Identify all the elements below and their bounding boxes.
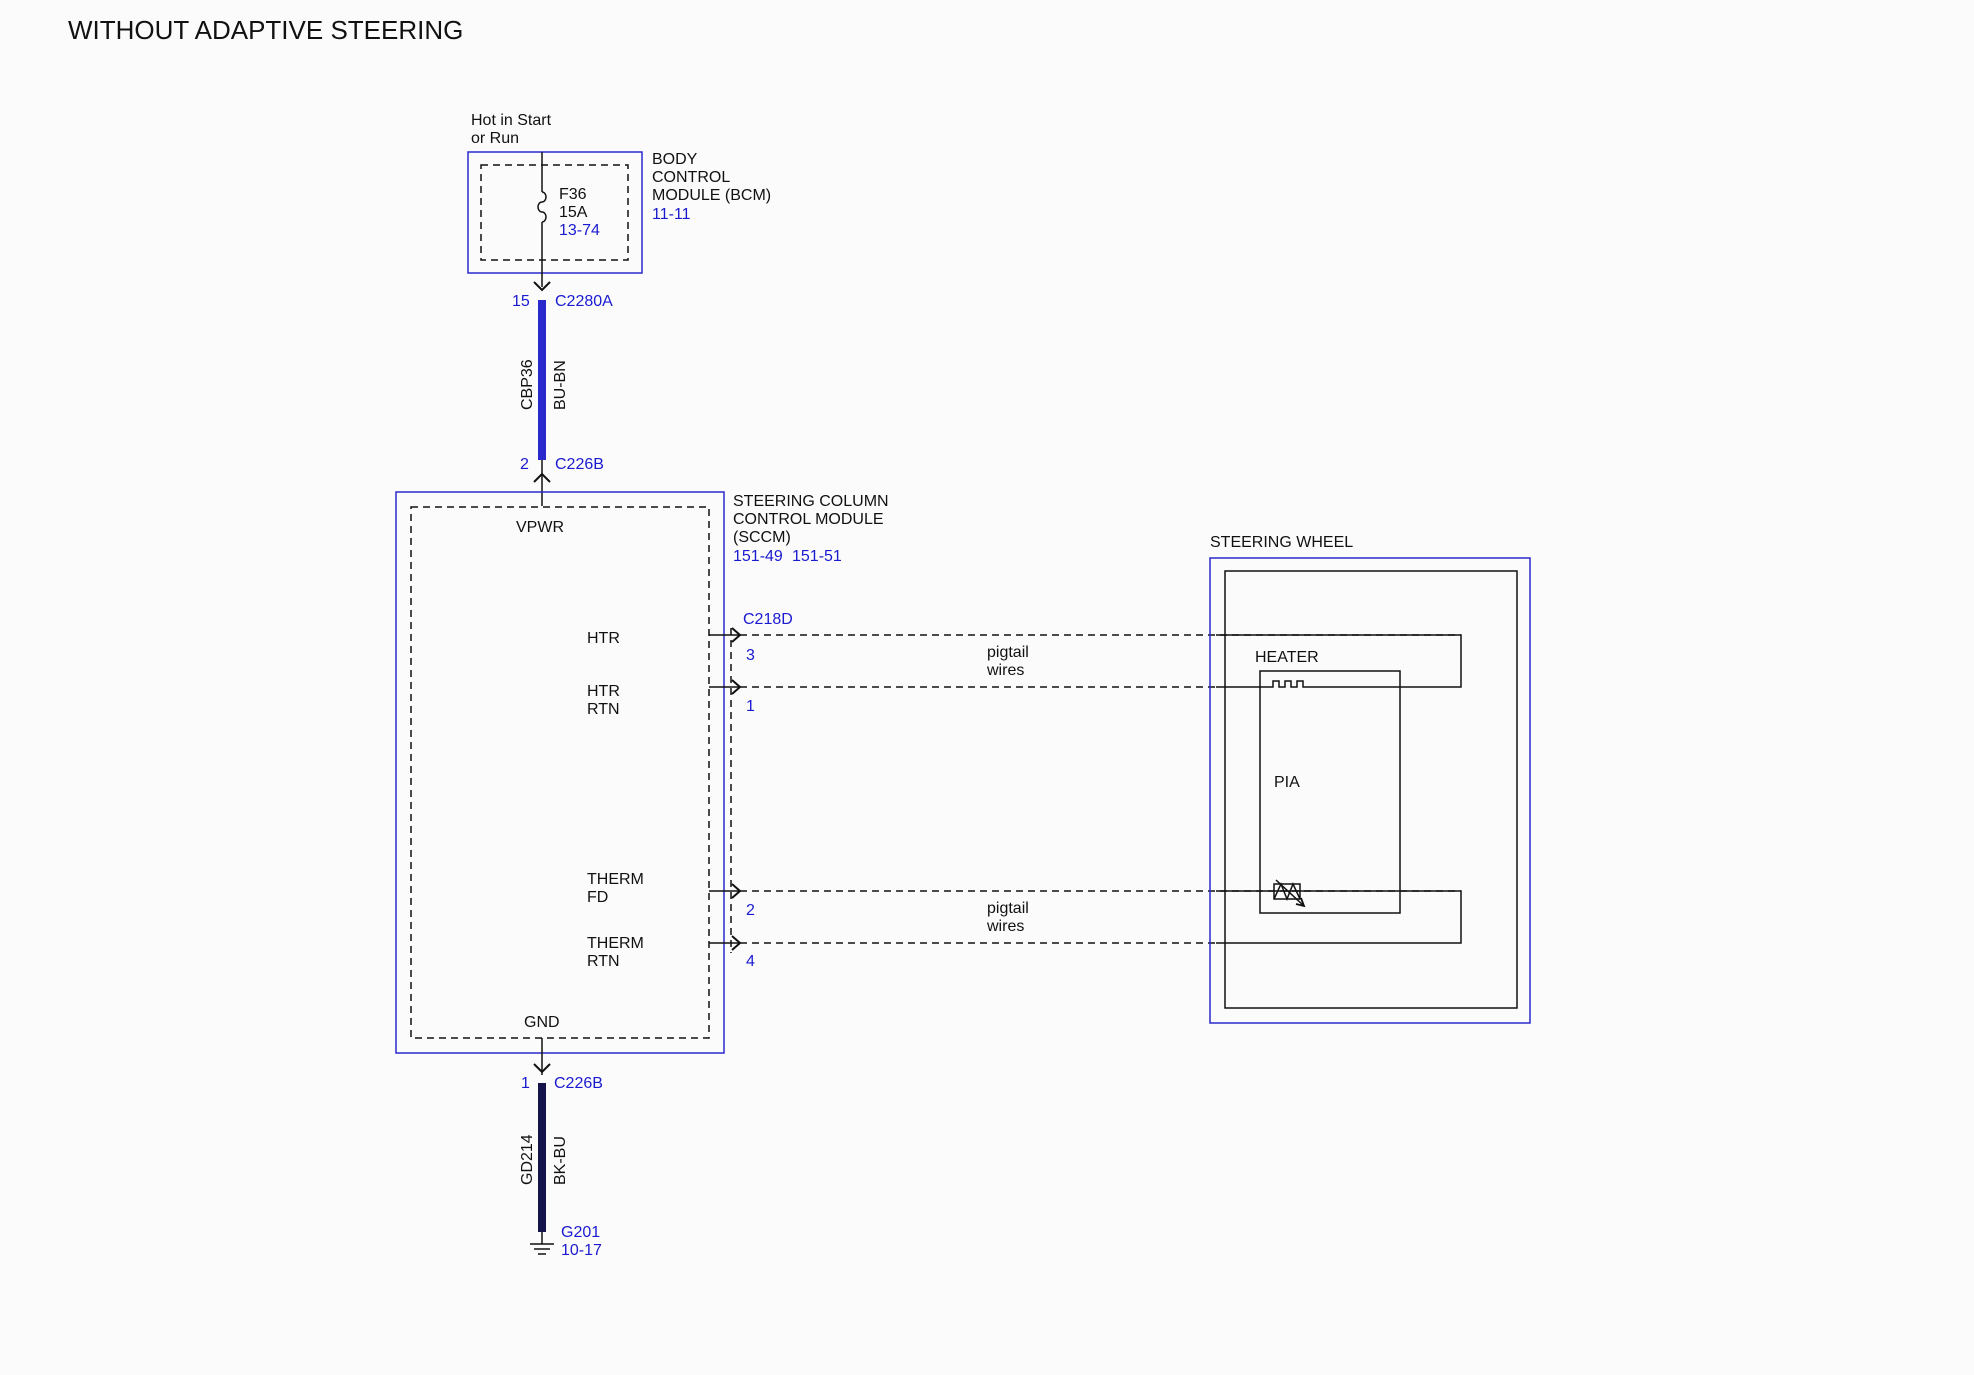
ground-page-ref[interactable]: 10-17 — [561, 1242, 602, 1259]
ground-g201-label[interactable]: G201 — [561, 1224, 600, 1241]
fuse-f36-symbol[interactable] — [537, 191, 547, 223]
connector-c226b-top-pin: 2 — [520, 456, 529, 473]
svg-text:F36: F36 — [559, 186, 587, 203]
connector-c218d-pin-4: 4 — [746, 953, 755, 970]
sccm-page-ref-1[interactable]: 151-49 — [733, 548, 783, 565]
sccm-name: STEERING COLUMN CONTROL MODULE (SCCM) — [733, 493, 889, 546]
pin-label-vpwr: VPWR — [516, 519, 564, 536]
pia-label: PIA — [1274, 774, 1300, 791]
connector-c226b-top-label[interactable]: C226B — [555, 456, 604, 473]
connector-c218d-pin-3: 3 — [746, 647, 755, 664]
svg-text:pigtail: pigtail — [987, 900, 1029, 917]
steering-wheel-label: STEERING WHEEL — [1210, 534, 1353, 551]
bcm-page-ref[interactable]: 11-11 — [652, 206, 691, 223]
svg-text:HTR: HTR — [587, 683, 620, 700]
connector-c2280a-pin: 15 — [512, 293, 530, 310]
pin-label-therm-fd: THERM FD — [587, 871, 644, 906]
heater-label: HEATER — [1255, 649, 1319, 666]
therm-rtn-circuit[interactable] — [709, 935, 1216, 951]
svg-text:CONTROL: CONTROL — [652, 169, 730, 186]
connector-c2280a-label[interactable]: C2280A — [555, 293, 613, 310]
pin-label-htr-rtn: HTR RTN — [587, 683, 620, 718]
svg-text:STEERING COLUMN: STEERING COLUMN — [733, 493, 889, 510]
svg-text:CONTROL MODULE: CONTROL MODULE — [733, 511, 884, 528]
wire-gd214-color: BK-BU — [552, 1136, 569, 1185]
connector-c226b-bottom-label[interactable]: C226B — [554, 1075, 603, 1092]
wire-cbp36-circuit: CBP36 — [519, 359, 536, 410]
connector-c226b-bottom-pin: 1 — [521, 1075, 530, 1092]
heater-element-loop — [1216, 634, 1462, 944]
pia-box — [1259, 670, 1401, 914]
sccm-page-ref-2[interactable]: 151-51 — [792, 548, 842, 565]
svg-text:Hot in Start: Hot in Start — [471, 112, 552, 129]
bcm-module[interactable] — [467, 151, 643, 274]
heater-element-symbol — [1270, 680, 1306, 688]
sccm-module[interactable] — [395, 491, 725, 1054]
svg-text:15A: 15A — [559, 204, 588, 221]
connector-c218d-pin-2: 2 — [746, 902, 755, 919]
connector-c2280a-symbol — [533, 281, 551, 292]
svg-text:wires: wires — [986, 918, 1024, 935]
pigtail-label-lower: pigtail wires — [986, 900, 1029, 935]
svg-text:MODULE (BCM): MODULE (BCM) — [652, 187, 771, 204]
fuse-f36-label: F36 15A — [559, 186, 588, 221]
svg-text:THERM: THERM — [587, 871, 644, 888]
wire-gd214-circuit: GD214 — [519, 1134, 536, 1185]
svg-text:BODY: BODY — [652, 151, 698, 168]
thermistor-symbol — [1273, 879, 1306, 908]
page-title: WITHOUT ADAPTIVE STEERING — [68, 15, 463, 45]
pigtail-label-upper: pigtail wires — [986, 644, 1029, 679]
pin-label-htr: HTR — [587, 630, 620, 647]
svg-text:RTN: RTN — [587, 953, 620, 970]
ground-symbol — [530, 1232, 554, 1255]
bcm-name: BODY CONTROL MODULE (BCM) — [652, 151, 771, 204]
wire-cbp36-color: BU-BN — [552, 360, 569, 410]
svg-text:(SCCM): (SCCM) — [733, 529, 791, 546]
htr-rtn-circuit[interactable] — [709, 679, 1216, 695]
connector-c226b-bottom-symbol — [533, 1063, 551, 1074]
fuse-page-ref[interactable]: 13-74 — [559, 222, 600, 239]
power-source-label: Hot in Start or Run — [471, 112, 552, 147]
pin-label-gnd: GND — [524, 1014, 560, 1031]
connector-c218d-label[interactable]: C218D — [743, 611, 793, 628]
svg-text:RTN: RTN — [587, 701, 620, 718]
svg-text:THERM: THERM — [587, 935, 644, 952]
svg-text:wires: wires — [986, 662, 1024, 679]
connector-c218d-pin-1: 1 — [746, 698, 755, 715]
svg-text:pigtail: pigtail — [987, 644, 1029, 661]
steering-wheel-module[interactable] — [1209, 557, 1531, 1024]
pin-label-therm-rtn: THERM RTN — [587, 935, 644, 970]
svg-text:or Run: or Run — [471, 130, 519, 147]
svg-text:FD: FD — [587, 889, 608, 906]
